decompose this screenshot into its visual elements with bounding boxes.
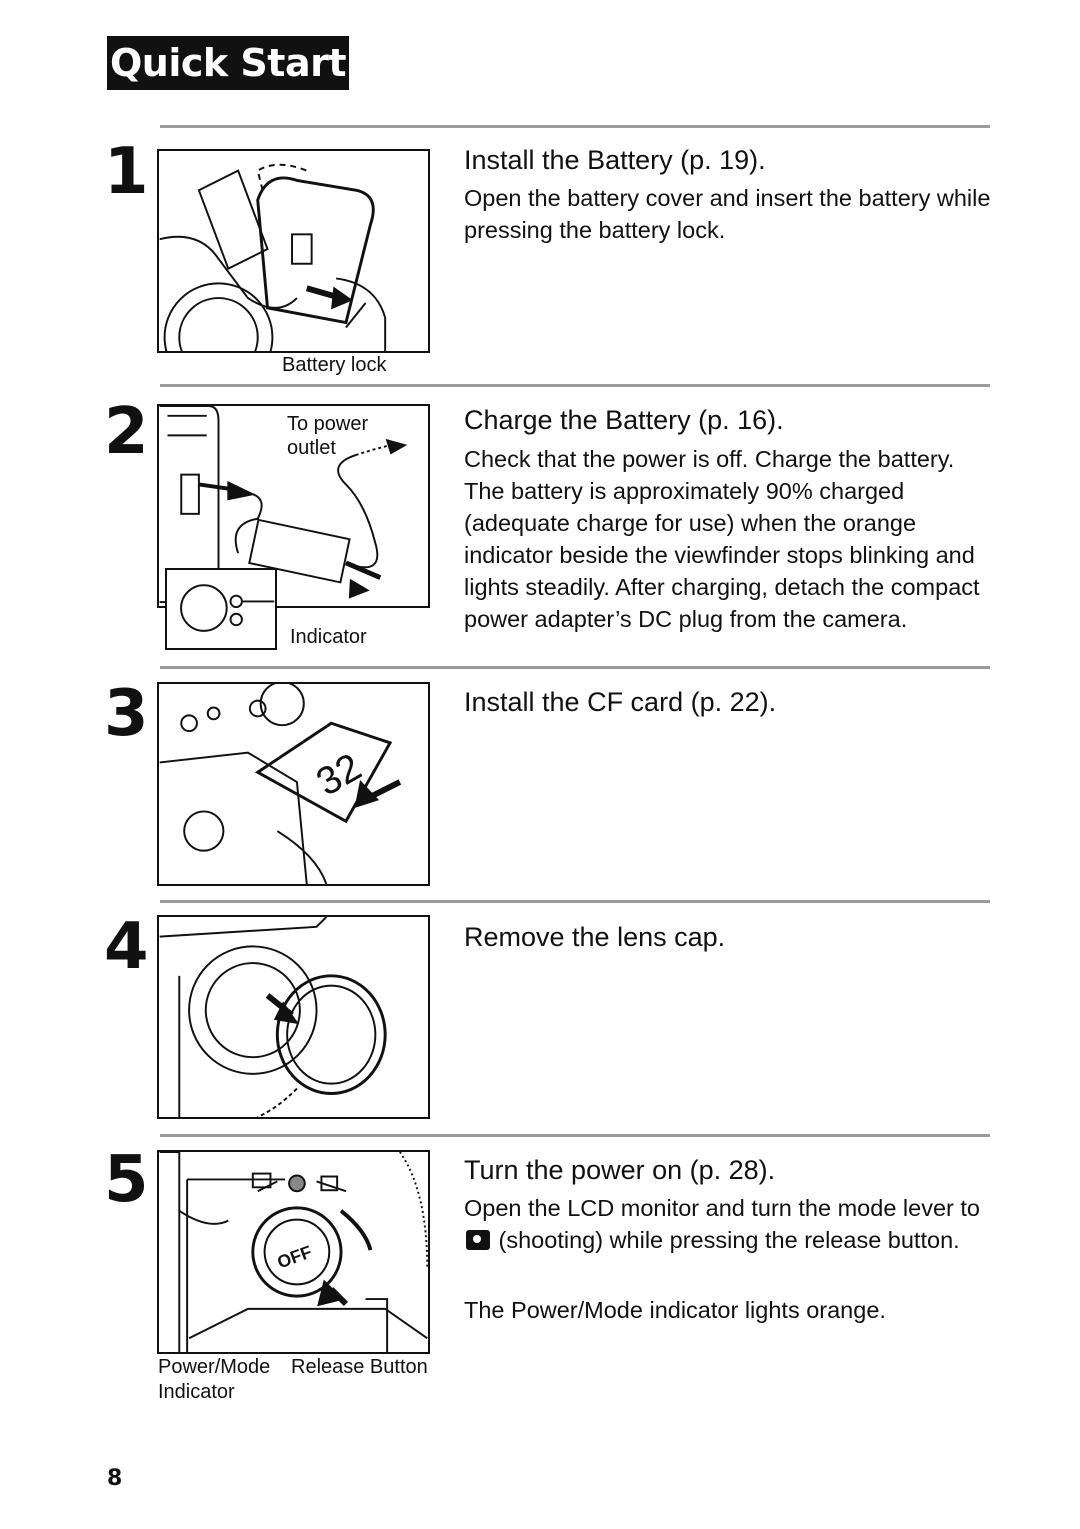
release-button-caption: Release Button: [291, 1356, 428, 1378]
lens-cap-illustration: [157, 915, 430, 1119]
step-number: 5: [104, 1143, 149, 1217]
step-number: 3: [104, 677, 149, 751]
power-mode-caption: Indicator: [158, 1381, 235, 1403]
off-label: OFF: [275, 1241, 315, 1272]
step-number: 2: [104, 395, 149, 469]
power-outlet-caption: To power: [287, 413, 369, 436]
section-divider: [160, 1134, 990, 1137]
step-title: Install the Battery (p. 19).: [464, 145, 766, 175]
step-number: 4: [104, 910, 149, 984]
mode-lever-illustration: OFF: [157, 1150, 430, 1354]
section-divider: [160, 125, 990, 128]
page-number: 8: [107, 1466, 123, 1491]
section-divider: [160, 666, 990, 669]
step-title: Install the CF card (p. 22).: [464, 687, 777, 717]
indicator-caption: Indicator: [290, 626, 367, 648]
power-outlet-caption: outlet: [287, 437, 336, 460]
indicator-inset: [165, 568, 277, 650]
step-text: Open the LCD monitor and turn the mode l…: [464, 1192, 994, 1256]
step-text: The Power/Mode indicator lights orange.: [464, 1297, 886, 1323]
battery-install-illustration: [157, 149, 430, 353]
page-title: Quick Start: [107, 36, 349, 90]
section-divider: [160, 384, 990, 387]
step-text-part: Open the LCD monitor and turn the mode l…: [464, 1195, 980, 1221]
step-text: Open the battery cover and insert the ba…: [464, 185, 991, 243]
step-number: 1: [104, 135, 149, 209]
cf-card-illustration: 32: [157, 682, 430, 886]
step-text: Check that the power is off. Charge the …: [464, 446, 980, 632]
section-divider: [160, 900, 990, 903]
step-title: Charge the Battery (p. 16).: [464, 405, 784, 435]
step-title: Turn the power on (p. 28).: [464, 1155, 776, 1185]
camera-icon: [466, 1230, 490, 1250]
step-text-part: (shooting) while pressing the release bu…: [498, 1227, 960, 1253]
step-title: Remove the lens cap.: [464, 922, 726, 952]
power-mode-caption: Power/Mode: [158, 1356, 271, 1378]
battery-lock-caption: Battery lock: [282, 354, 387, 376]
